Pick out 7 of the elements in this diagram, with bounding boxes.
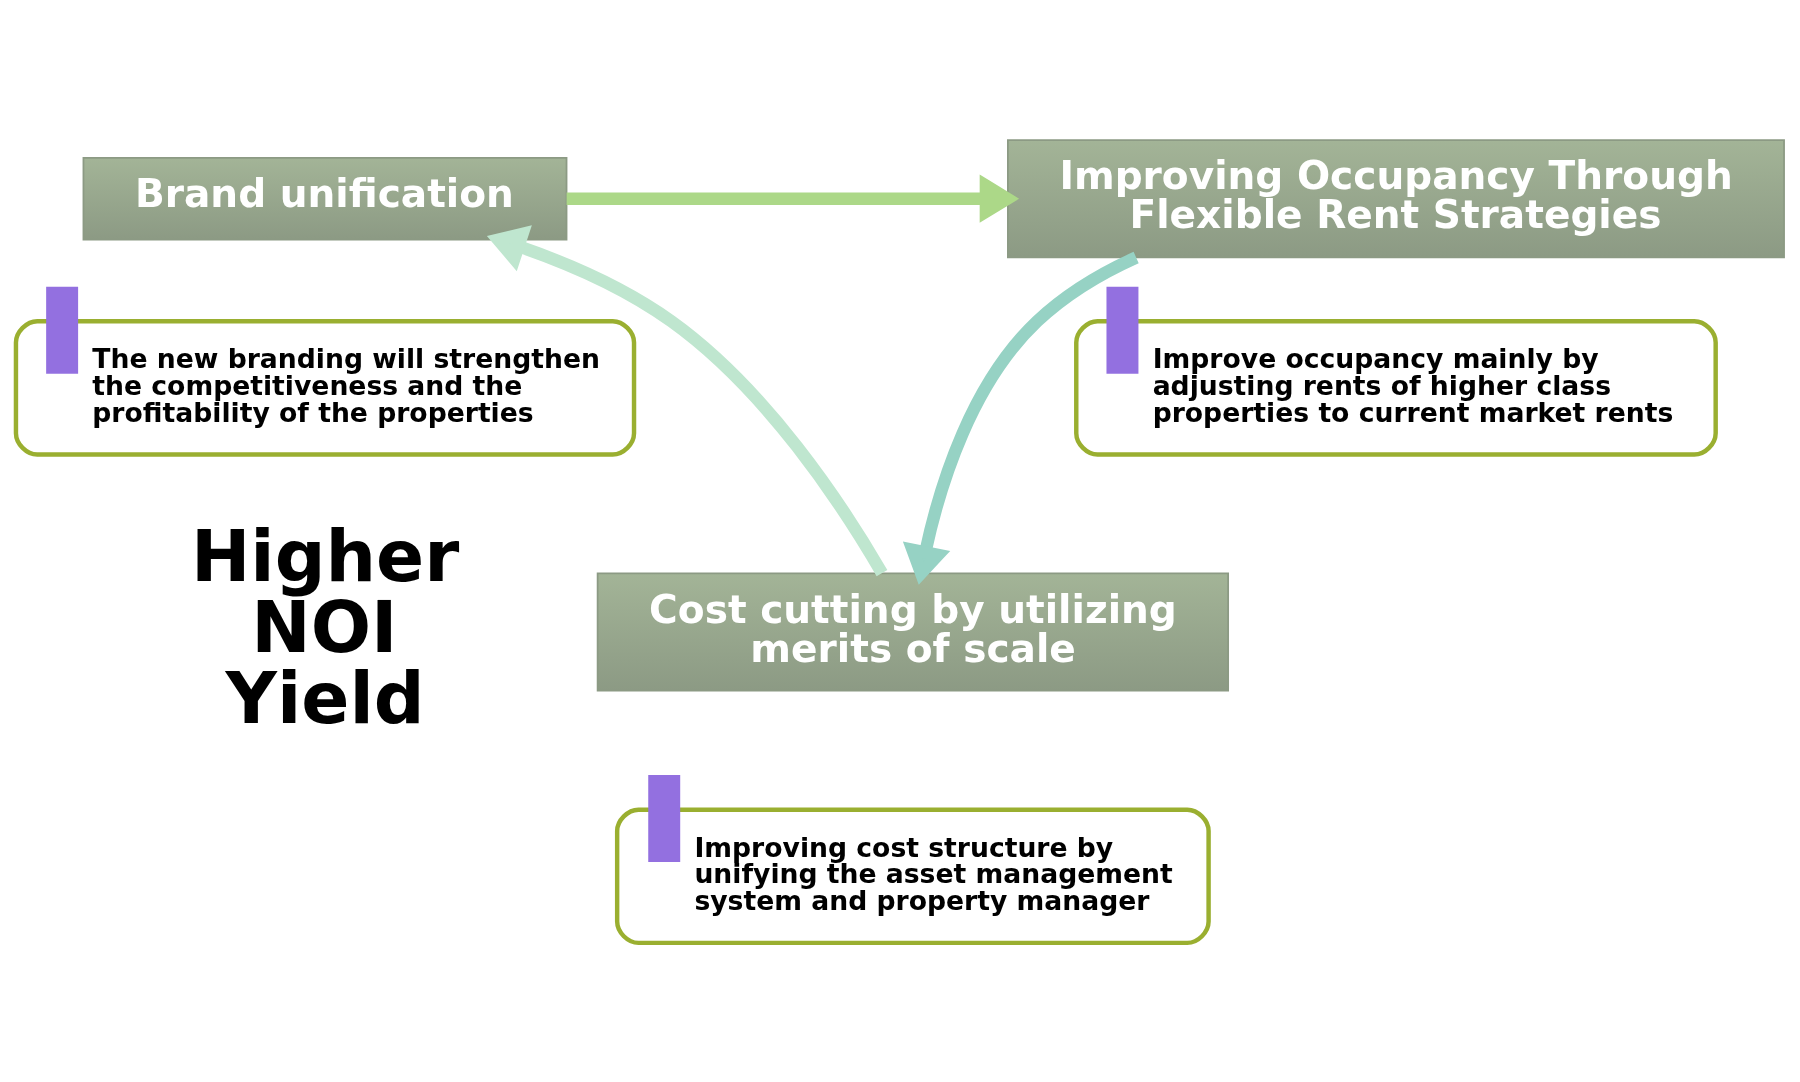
arrow — [566, 174, 1020, 223]
arrow — [902, 251, 1139, 585]
node-box: Improving Occupancy Through Flexible Rent Strategies — [1007, 138, 1785, 258]
node-text: Higher NOI Yield — [190, 514, 460, 740]
node-box: Cost cutting by utilizing merits of scale — [596, 572, 1230, 692]
arrow — [486, 224, 888, 576]
node-box: Brand unification — [82, 156, 568, 240]
